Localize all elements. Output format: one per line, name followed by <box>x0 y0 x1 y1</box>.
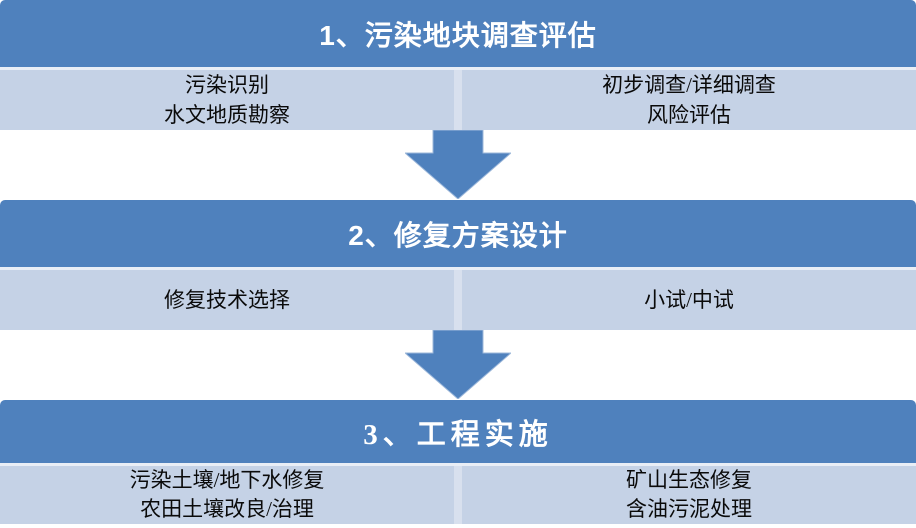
stage-item: 农田土壤改良/治理 <box>140 497 314 521</box>
bottom-spacer <box>0 524 916 528</box>
stage-2-header: 2、修复方案设计 <box>0 200 916 267</box>
stage-3-left-cell: 污染土壤/地下水修复 农田土壤改良/治理 <box>0 466 454 524</box>
flow-arrow-2 <box>0 330 916 400</box>
stage-3: 3、工程实施 污染土壤/地下水修复 农田土壤改良/治理 矿山生态修复 含油污泥处… <box>0 400 916 524</box>
stage-2-body: 修复技术选择 小试/中试 <box>0 270 916 330</box>
stage-1-title: 1、污染地块调查评估 <box>319 19 597 51</box>
stage-3-header: 3、工程实施 <box>0 400 916 463</box>
stage-2-header-divider <box>0 267 916 270</box>
stage-item: 小试/中试 <box>644 288 734 312</box>
stage-1-body: 污染识别 水文地质勘察 初步调查/详细调查 风险评估 <box>0 70 916 130</box>
stage-item: 水文地质勘察 <box>164 103 290 127</box>
column-divider <box>454 270 462 330</box>
down-arrow-icon <box>405 130 511 199</box>
stage-item: 初步调查/详细调查 <box>602 73 776 97</box>
column-divider <box>454 70 462 130</box>
stage-1-right-cell: 初步调查/详细调查 风险评估 <box>462 70 916 130</box>
stage-1: 1、污染地块调查评估 污染识别 水文地质勘察 初步调查/详细调查 风险评估 <box>0 0 916 130</box>
stage-2-title: 2、修复方案设计 <box>348 219 568 251</box>
column-divider <box>454 466 462 524</box>
flow-arrow-1 <box>0 130 916 200</box>
stage-3-right-cell: 矿山生态修复 含油污泥处理 <box>462 466 916 524</box>
stage-1-header-divider <box>0 67 916 70</box>
stage-1-left-cell: 污染识别 水文地质勘察 <box>0 70 454 130</box>
stage-item: 修复技术选择 <box>164 288 290 312</box>
stage-item: 污染识别 <box>185 73 269 97</box>
stage-item: 风险评估 <box>647 103 731 127</box>
stage-3-title: 3、工程实施 <box>363 418 553 451</box>
stage-item: 含油污泥处理 <box>626 497 752 521</box>
stage-2: 2、修复方案设计 修复技术选择 小试/中试 <box>0 200 916 330</box>
stage-3-header-divider <box>0 463 916 466</box>
stage-item: 污染土壤/地下水修复 <box>129 468 325 492</box>
stage-2-right-cell: 小试/中试 <box>462 270 916 330</box>
stage-item: 矿山生态修复 <box>626 468 752 492</box>
stage-2-left-cell: 修复技术选择 <box>0 270 454 330</box>
down-arrow-icon <box>405 330 511 399</box>
stage-3-body: 污染土壤/地下水修复 农田土壤改良/治理 矿山生态修复 含油污泥处理 <box>0 466 916 524</box>
stage-1-header: 1、污染地块调查评估 <box>0 0 916 67</box>
